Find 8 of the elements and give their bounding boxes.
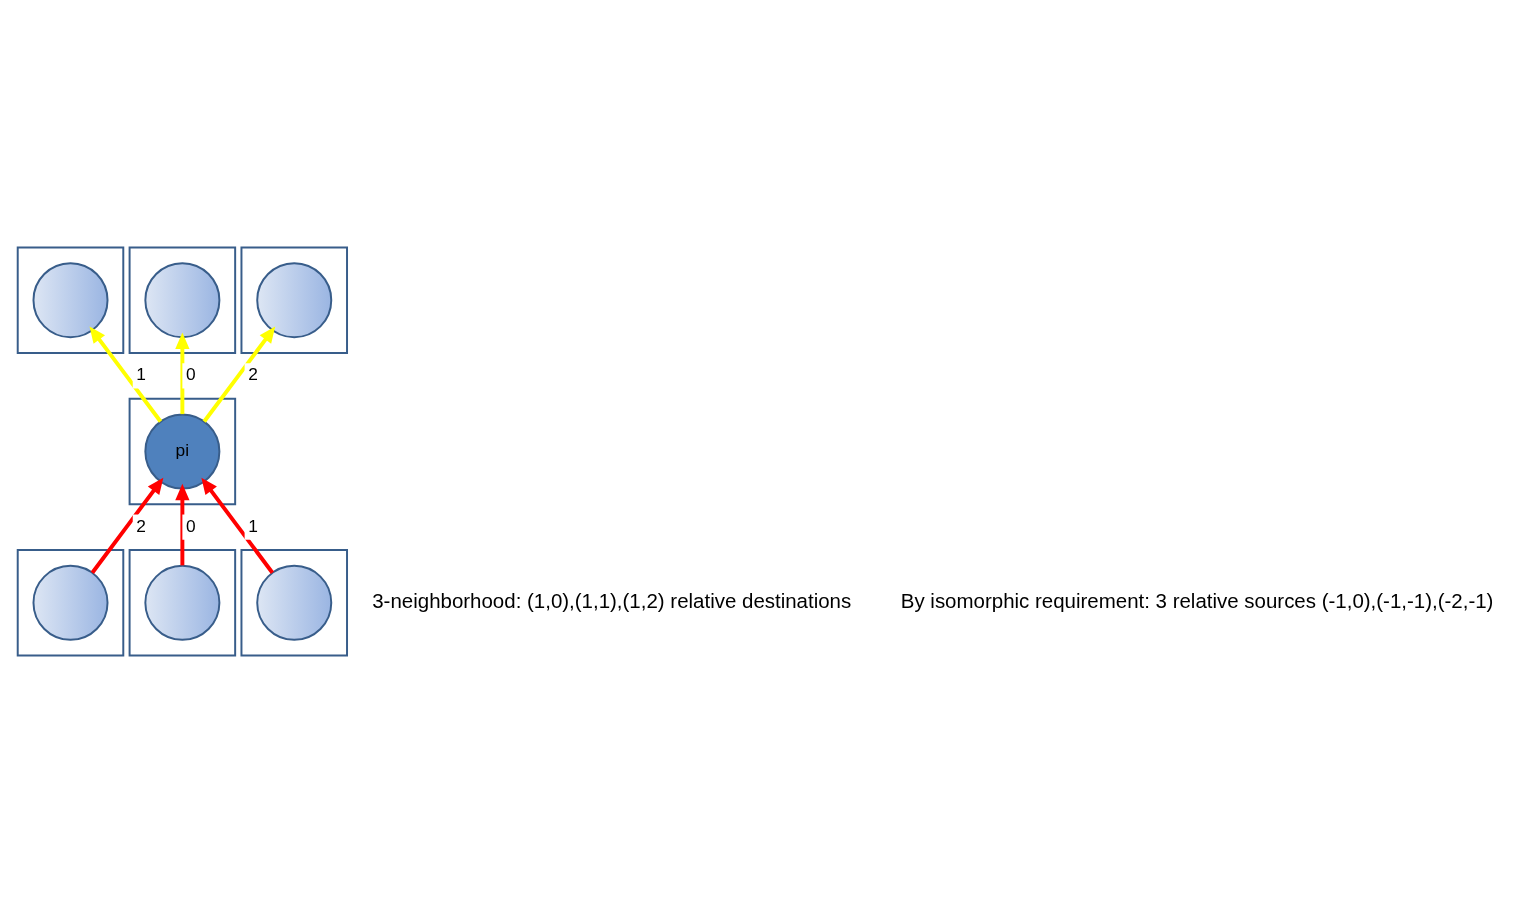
edge-label: 1 [248,515,258,536]
edge-label: 2 [248,363,258,384]
label: 3-neighborhood: (1,0),(1,1),(1,2) relative destinations [372,588,852,612]
edge-label: 0 [185,363,196,384]
label: By isomorphic requirement: 3 relative sources (-1,0),(-1,-1),(-2,-1) [900,588,1494,612]
edge-label: 1 [136,363,146,384]
edge-label: 0 [185,515,196,536]
edge-label: 2 [136,515,146,536]
